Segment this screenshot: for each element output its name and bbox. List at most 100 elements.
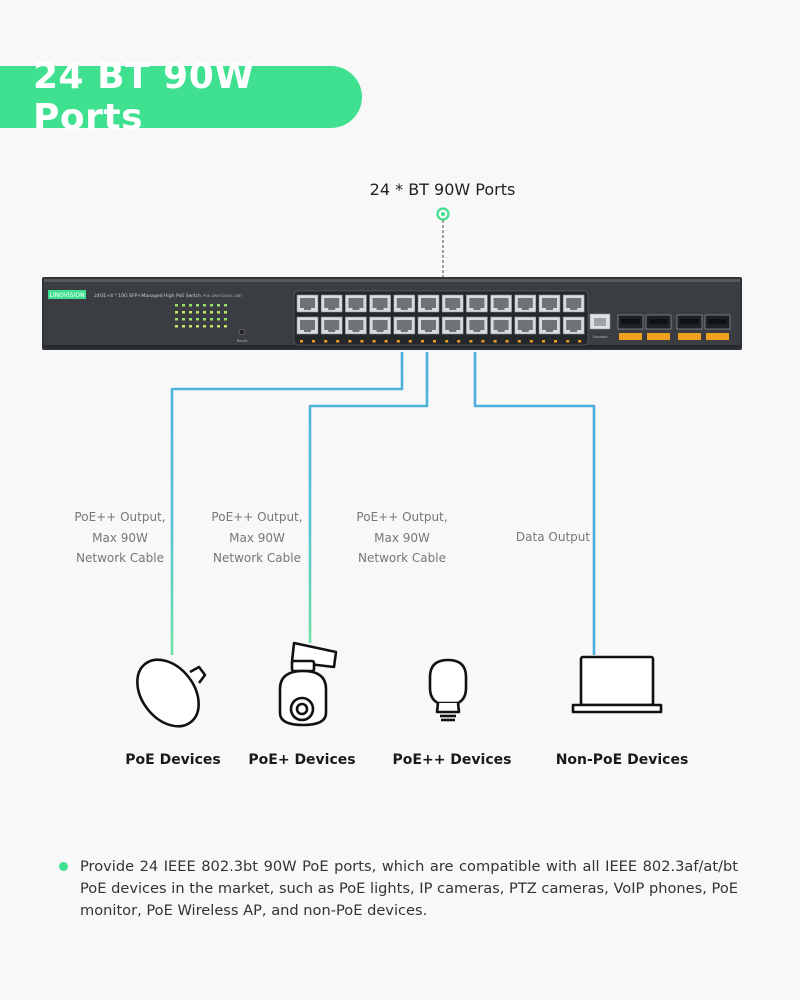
- rj45-port[interactable]: [345, 316, 367, 335]
- status-led: [210, 325, 213, 328]
- port-led: [324, 340, 328, 343]
- brand-logo: [48, 290, 86, 299]
- status-led: [182, 325, 185, 328]
- rj45-port[interactable]: [369, 294, 391, 313]
- port-led: [433, 340, 436, 343]
- switch-chassis: LINOVISION 24GE+4 * 10G SFP+Managed High…: [42, 277, 742, 350]
- rj45-port[interactable]: [466, 294, 488, 313]
- port-led: [505, 340, 509, 343]
- rj45-port[interactable]: [441, 294, 464, 313]
- cable-label-line: Max 90W: [374, 530, 430, 545]
- port-led: [469, 340, 473, 343]
- status-led: [224, 304, 227, 307]
- port-led: [578, 340, 582, 343]
- rj45-port[interactable]: [417, 294, 440, 313]
- rj45-port[interactable]: [514, 316, 537, 335]
- port-led: [348, 340, 352, 343]
- rj45-port[interactable]: [490, 294, 512, 313]
- status-led: [203, 318, 206, 321]
- port-led: [336, 340, 340, 343]
- rj45-port[interactable]: [296, 294, 319, 313]
- port-led: [445, 340, 449, 343]
- sfp-port[interactable]: [645, 314, 672, 340]
- port-led: [529, 340, 533, 343]
- status-led: [182, 304, 185, 307]
- status-led: [196, 311, 199, 314]
- status-led: [182, 311, 185, 314]
- status-led: [175, 311, 178, 314]
- port-led: [300, 340, 303, 343]
- port-led: [554, 340, 557, 343]
- status-led: [224, 325, 227, 328]
- sfp-port[interactable]: [676, 314, 703, 340]
- status-led: [217, 318, 220, 321]
- rj45-port[interactable]: [320, 294, 343, 313]
- cable-label-line: Max 90W: [92, 530, 148, 545]
- status-led: [203, 311, 206, 314]
- rj45-port[interactable]: [514, 294, 537, 313]
- port-led: [312, 340, 315, 343]
- rj45-port[interactable]: [562, 294, 585, 313]
- rj45-port[interactable]: [466, 316, 488, 335]
- device-label-non-poe: Non-PoE Devices: [555, 752, 689, 768]
- cable-label-line: Max 90W: [229, 530, 285, 545]
- status-led: [210, 304, 213, 307]
- cable-label-line: Network Cable: [213, 551, 301, 565]
- rj45-port[interactable]: [562, 316, 585, 335]
- rj45-port[interactable]: [538, 316, 561, 335]
- bulb-icon: [428, 658, 468, 722]
- cable-label-line: Network Cable: [358, 551, 446, 565]
- device-label-poe: PoE Devices: [125, 752, 221, 768]
- port-led: [421, 340, 424, 343]
- cable-poe: [170, 352, 404, 655]
- led-panel: [175, 304, 227, 328]
- cable-label-line: PoE++ Output,: [211, 510, 303, 524]
- status-led: [196, 304, 199, 307]
- status-led: [224, 311, 227, 314]
- cable-label-line: Data Output: [515, 530, 591, 544]
- port-led: [396, 340, 400, 343]
- status-led: [189, 325, 192, 328]
- port-led: [493, 340, 497, 343]
- status-led: [175, 304, 178, 307]
- sfp-port[interactable]: [617, 314, 644, 340]
- sfp-port[interactable]: [704, 314, 731, 340]
- cables: [170, 352, 596, 660]
- status-led: [217, 325, 220, 328]
- status-led: [203, 325, 206, 328]
- port-led: [360, 340, 364, 343]
- rj45-port[interactable]: [538, 294, 561, 313]
- cable-label-poe-plus: PoE++ Output, Max 90W Network Cable: [187, 507, 327, 569]
- port-led: [457, 340, 461, 343]
- rj45-port[interactable]: [345, 294, 367, 313]
- reset-button[interactable]: [238, 328, 246, 336]
- feature-description-text: Provide 24 IEEE 802.3bt 90W PoE ports, w…: [80, 858, 738, 919]
- port-led: [481, 340, 485, 343]
- rj45-port[interactable]: [393, 294, 416, 313]
- status-led: [224, 318, 227, 321]
- status-led: [189, 318, 192, 321]
- cable-poe-plus: [308, 352, 429, 643]
- status-led: [217, 304, 220, 307]
- bullet-dot: [59, 862, 68, 871]
- banner-title: 24 BT 90W Ports: [33, 56, 255, 138]
- device-label-poe-plus-plus: PoE++ Devices: [392, 752, 512, 768]
- cable-label-line: PoE++ Output,: [356, 510, 448, 524]
- rj45-port[interactable]: [369, 316, 391, 335]
- rj45-port[interactable]: [296, 316, 319, 335]
- rj45-port[interactable]: [417, 316, 440, 335]
- rj45-port[interactable]: [393, 316, 416, 335]
- status-led: [217, 311, 220, 314]
- cable-label-line: PoE++ Output,: [74, 510, 166, 524]
- ports-callout-label: 24 * BT 90W Ports: [369, 180, 516, 199]
- rj45-port[interactable]: [441, 316, 464, 335]
- rj45-port[interactable]: [320, 316, 343, 335]
- reset-label: Reset: [237, 338, 248, 343]
- rj45-port[interactable]: [490, 316, 512, 335]
- status-led: [210, 311, 213, 314]
- model-number: POE-SW9724GH-24BT: [203, 294, 243, 298]
- cable-label-poe: PoE++ Output, Max 90W Network Cable: [50, 507, 190, 569]
- status-led: [182, 318, 185, 321]
- cable-label-poe-plus-plus: PoE++ Output, Max 90W Network Cable: [332, 507, 472, 569]
